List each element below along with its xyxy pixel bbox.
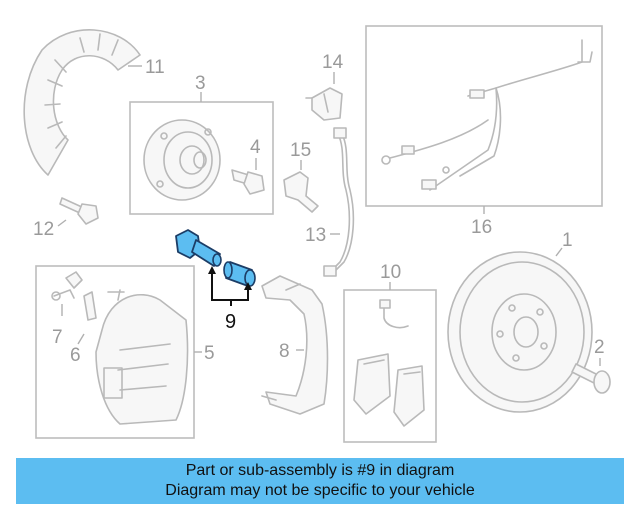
part-8-caliper-bracket[interactable]: 8 bbox=[261, 275, 329, 415]
part-14-clip[interactable]: 14 bbox=[305, 52, 344, 121]
parts-diagram: 11 3 4 12 14 15 bbox=[23, 25, 611, 443]
part-3-wheel-hub[interactable]: 3 4 bbox=[129, 73, 274, 215]
part-6-bleeder-screw[interactable]: 6 bbox=[70, 291, 97, 366]
callout-4[interactable]: 4 bbox=[250, 137, 261, 158]
callout-10[interactable]: 10 bbox=[380, 262, 401, 283]
part-12-bolt[interactable]: 12 bbox=[33, 197, 99, 240]
part-1-brake-rotor[interactable]: 1 bbox=[447, 230, 593, 413]
callout-12[interactable]: 12 bbox=[33, 219, 54, 240]
callout-16[interactable]: 16 bbox=[471, 217, 492, 238]
part-16-wear-sensor-harness[interactable]: 16 bbox=[365, 25, 603, 238]
part-4-hub-bolt[interactable]: 4 bbox=[231, 137, 265, 195]
guide-pin-sleeve[interactable] bbox=[223, 261, 256, 287]
part-15-bracket[interactable]: 15 bbox=[283, 140, 319, 213]
part-7-bleeder-cap[interactable]: 7 bbox=[51, 271, 83, 348]
banner-line-1: Part or sub-assembly is #9 in diagram bbox=[185, 462, 455, 479]
callout-3[interactable]: 3 bbox=[195, 73, 206, 94]
banner-line-2: Diagram may not be specific to your vehi… bbox=[165, 482, 475, 499]
guide-pin-bolt[interactable] bbox=[175, 229, 222, 267]
info-banner: Part or sub-assembly is #9 in diagram Di… bbox=[16, 458, 624, 504]
callout-6[interactable]: 6 bbox=[70, 345, 81, 366]
part-9-guide-pin-bolt-and-sleeve[interactable]: 9 bbox=[175, 229, 256, 333]
callout-2[interactable]: 2 bbox=[594, 337, 605, 358]
callout-5[interactable]: 5 bbox=[204, 343, 215, 364]
callout-8[interactable]: 8 bbox=[279, 341, 290, 362]
callout-15[interactable]: 15 bbox=[290, 140, 311, 161]
part-11-splash-shield[interactable]: 11 bbox=[23, 29, 165, 176]
callout-11[interactable]: 11 bbox=[145, 57, 165, 78]
callout-1[interactable]: 1 bbox=[562, 230, 573, 251]
part-2-rotor-screw[interactable]: 2 bbox=[571, 337, 611, 394]
callout-14[interactable]: 14 bbox=[322, 52, 344, 73]
callout-9[interactable]: 9 bbox=[225, 311, 236, 333]
part-10-brake-pads[interactable]: 10 bbox=[343, 262, 437, 443]
callout-13[interactable]: 13 bbox=[305, 225, 326, 246]
callout-7[interactable]: 7 bbox=[52, 327, 63, 348]
part-13-brake-hose[interactable]: 13 bbox=[305, 127, 355, 277]
part-5-caliper-assembly[interactable]: 5 7 6 bbox=[35, 265, 215, 439]
